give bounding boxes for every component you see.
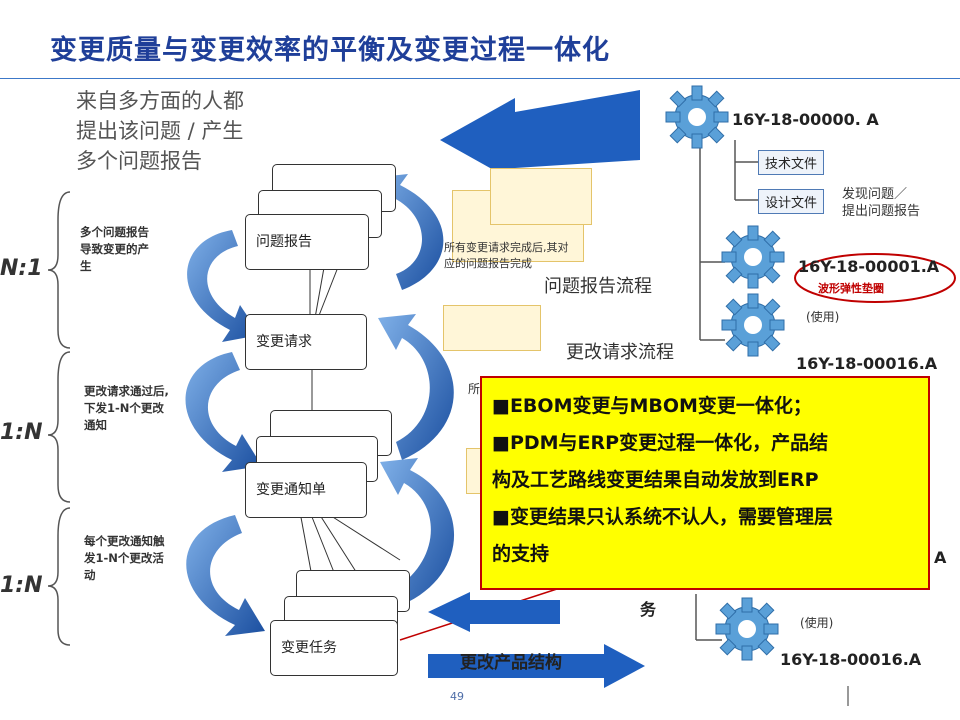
note-line: 每个更改通知触 <box>84 534 165 548</box>
curved-arrow-left <box>187 230 260 342</box>
intro-line: 多个问题报告 <box>76 149 202 173</box>
change-request-card[interactable]: 变更请求 <box>245 314 367 370</box>
note-line: 所有变更请求完成后,其对 <box>444 241 569 254</box>
part-name: 波形弹性垫圈 <box>818 282 884 295</box>
gear-icon <box>715 597 779 661</box>
highlight-ellipse <box>794 253 956 303</box>
ratio-label: 1:N <box>0 420 43 445</box>
left-braces <box>47 191 71 646</box>
curved-arrow-left <box>186 515 265 636</box>
card-label: 变更请求 <box>256 334 312 350</box>
note-line: 提出问题报告 <box>842 204 921 219</box>
page-number: 49 <box>450 690 464 703</box>
ratio-label: N:1 <box>0 256 43 281</box>
change-task-card[interactable]: 变更任务 <box>270 620 398 676</box>
part-number: 16Y-18-00016.A <box>796 354 938 373</box>
note-line: 发现问题／ <box>842 187 908 202</box>
found-issue-text: 发现问题／ 提出问题报告 <box>842 186 920 220</box>
note-line: 应的问题报告完成 <box>444 257 532 270</box>
all-done-note: 所有变更请求完成后,其对 应的问题报告完成 <box>444 240 569 272</box>
page-title: 变更质量与变更效率的平衡及变更过程一体化 <box>50 35 610 66</box>
gear-icon <box>721 293 785 357</box>
intro-line: 提出该问题 / 产生 <box>76 119 244 143</box>
task-arrow-label: 务 <box>640 600 657 619</box>
change-request-flow-label: 更改请求流程 <box>566 342 674 363</box>
straight-arrow-left <box>428 592 560 632</box>
highlight-line: ■PDM与ERP变更过程一体化，产品结 <box>492 432 829 454</box>
connector-line <box>314 261 326 319</box>
partial-char: 所 <box>468 382 481 396</box>
gear-icon <box>665 85 729 149</box>
note-problem-reports: 多个问题报告 导致变更的产 生 <box>80 224 149 275</box>
product-arrow-label: 更改产品结构 <box>460 653 562 673</box>
note-line: 导致变更的产 <box>80 242 149 256</box>
connector-line <box>324 511 401 561</box>
intro-line: 来自多方面的人都 <box>76 89 244 113</box>
note-line: 通知 <box>84 418 107 432</box>
highlight-box: ■EBOM变更与MBOM变更一体化； ■PDM与ERP变更过程一体化，产品结 构… <box>480 376 930 590</box>
highlight-line: ■EBOM变更与MBOM变更一体化； <box>492 395 812 417</box>
card-label: 变更通知单 <box>256 482 326 498</box>
intro-text: 来自多方面的人都 提出该问题 / 产生 多个问题报告 <box>76 86 244 176</box>
gear-icon <box>721 225 785 289</box>
note-change-request: 更改请求通过后, 下发1-N个更改 通知 <box>84 383 169 434</box>
card-label: 变更任务 <box>281 640 337 656</box>
note-line: 发1-N个更改活 <box>84 551 164 565</box>
note-line: 多个问题报告 <box>80 225 149 239</box>
note-change-notice: 每个更改通知触 发1-N个更改活 动 <box>84 533 165 584</box>
brace-3 <box>47 507 71 646</box>
curved-arrow-right <box>380 458 455 605</box>
card-label: 问题报告 <box>256 234 312 250</box>
curved-arrow-right <box>378 314 454 460</box>
partial-part-number: A <box>934 548 947 567</box>
connector-line <box>317 511 361 579</box>
highlight-line: ■变更结果只认系统不认人，需要管理层 <box>492 506 833 528</box>
problem-flow-label: 问题报告流程 <box>544 276 652 297</box>
ratio-label: 1:N <box>0 573 43 598</box>
usage-label: (使用) <box>800 616 834 630</box>
big-arrow-left <box>440 90 640 182</box>
note-line: 生 <box>80 259 92 273</box>
part-number: 16Y-18-00016.A <box>780 650 922 669</box>
workflow-thumbnail <box>443 305 541 351</box>
change-notice-card[interactable]: 变更通知单 <box>245 462 367 518</box>
brace-2 <box>47 351 71 503</box>
doc-tag-tech[interactable]: 技术文件 <box>758 150 825 175</box>
brace-1 <box>47 191 71 349</box>
note-line: 动 <box>84 568 96 582</box>
title-divider <box>0 78 960 79</box>
curved-arrow-left <box>185 352 262 472</box>
doc-tag-design[interactable]: 设计文件 <box>758 189 825 214</box>
highlight-line: 构及工艺路线变更结果自动发放到ERP <box>492 469 819 491</box>
problem-report-card[interactable]: 问题报告 <box>245 214 369 270</box>
part-number: 16Y-18-00001.A <box>798 257 940 276</box>
straight-arrow-right <box>428 644 645 688</box>
note-line: 更改请求通过后, <box>84 384 169 398</box>
workflow-thumbnail <box>490 168 592 225</box>
usage-label: (使用) <box>806 310 840 324</box>
part-number: 16Y-18-00000. A <box>732 110 879 129</box>
connector-line <box>317 261 341 319</box>
note-line: 下发1-N个更改 <box>84 401 164 415</box>
highlight-line: 的支持 <box>492 543 550 565</box>
